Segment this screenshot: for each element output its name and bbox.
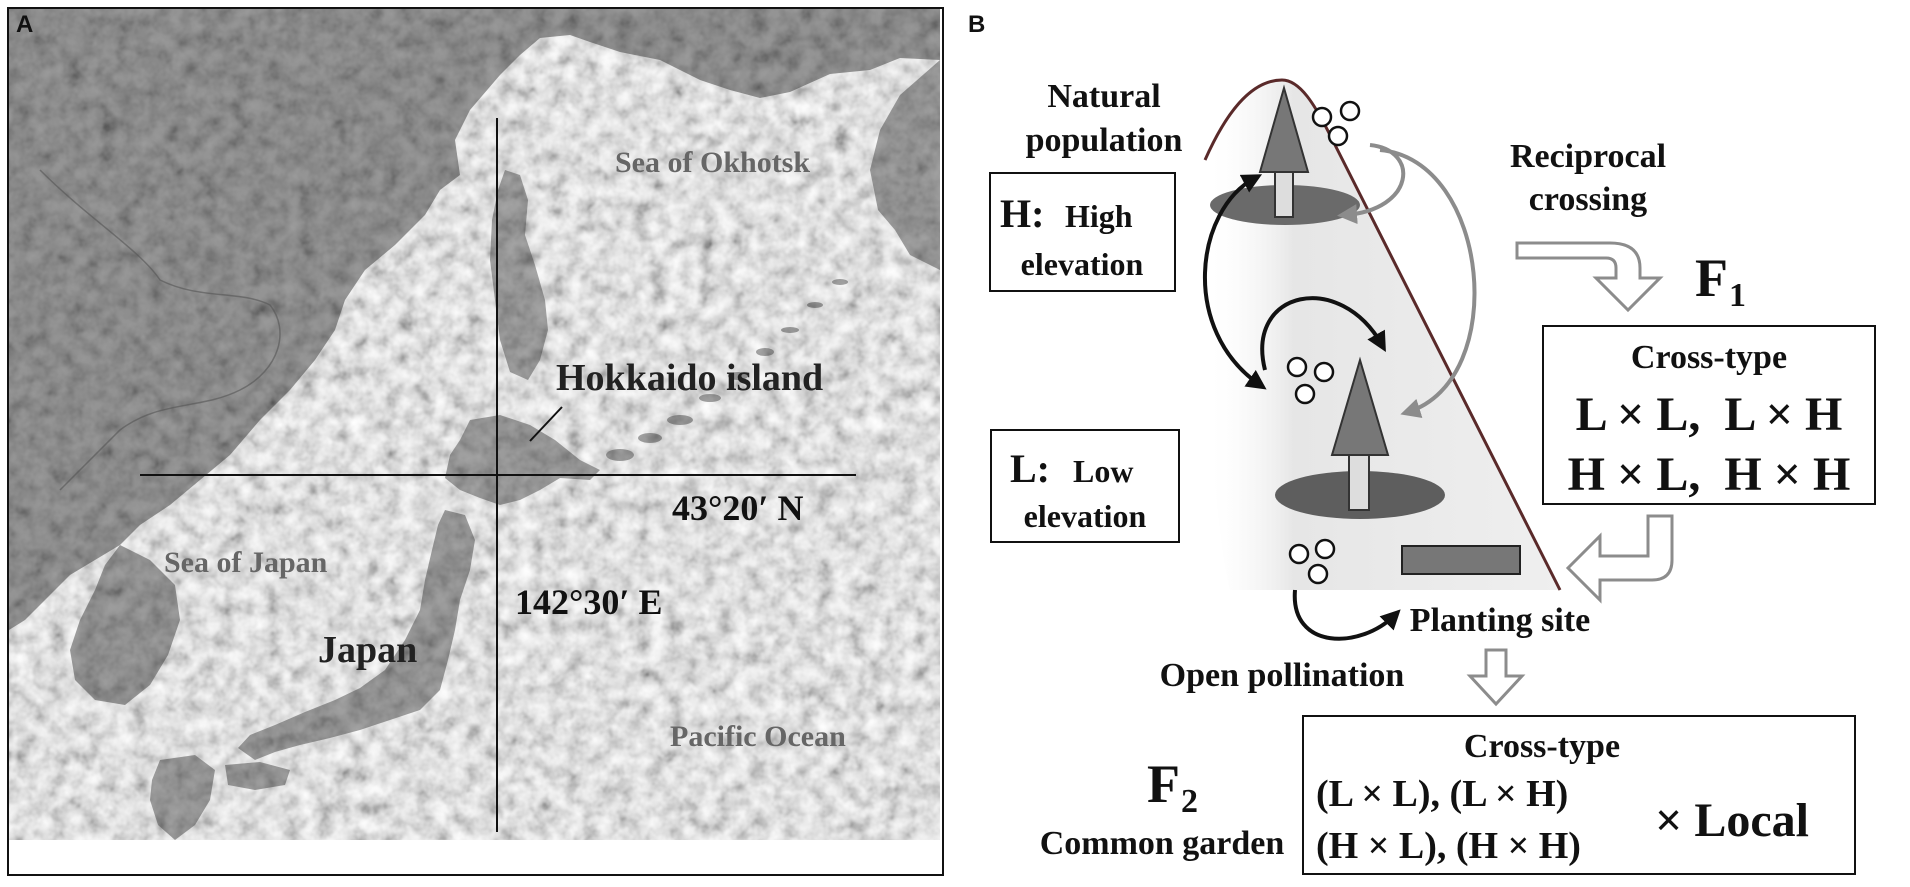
reciprocal-line1: Reciprocal [1510,138,1666,175]
f2-main: F [1147,754,1180,814]
high-elevation-box [989,172,1176,292]
common-garden-label: Common garden [1040,825,1285,862]
shikoku [225,762,290,790]
kuril-islands [606,279,848,461]
label-hokkaido-island: Hokkaido island [556,357,823,399]
to-planting-block-arrow [1565,514,1674,604]
hokkaido-pointer [529,406,563,442]
low-code: L: [1010,446,1050,491]
asia-mainland [9,9,940,630]
arrow-high-to-low [1379,148,1477,418]
open-pollination-label: Open pollination [1160,657,1405,694]
natural-population-line2: population [1026,122,1183,159]
kyushu [150,755,215,840]
f1-block-arrow [1515,241,1664,313]
high-code: H: [1000,191,1044,236]
f1-crosstype-box [1542,325,1876,505]
f2-local: × Local [1655,794,1809,847]
f2-crosstype-box [1302,715,1856,875]
reciprocal-line2: crossing [1529,181,1647,218]
f2-crosstype-row2: (H × L), (H × H) [1316,825,1581,867]
low-elevation-text: elevation [1024,498,1147,534]
f1-crosstype-title: Cross-type [1631,339,1787,376]
panel-b-diagram: B Natural population H: High elevation L… [968,11,1876,875]
label-japan: Japan [318,629,417,671]
panel-a-letter: A [16,11,33,38]
korea [70,545,180,705]
natural-population-line1: Natural [1047,78,1160,115]
upper-seeds [1311,100,1361,147]
f1-main: F [1695,248,1728,308]
f1-subscript: 1 [1729,277,1746,314]
label-longitude: 142°30′ E [515,582,663,622]
kamchatka [870,60,940,270]
f2-block-arrow [1466,648,1526,707]
lower-tree-trunk [1348,449,1370,511]
high-elevation-text: elevation [1021,246,1144,282]
panel-b-letter: B [968,11,985,38]
arrow-between-populations [1202,174,1267,390]
hokkaido-land [445,415,600,505]
arrow-open-pollination [1292,589,1401,641]
f2-crosstype-title: Cross-type [1464,728,1620,765]
middle-seeds [1286,356,1335,405]
low-word: Low [1073,453,1133,489]
f2-crosstype-row1: (L × L), (L × H) [1316,773,1568,815]
f1-crosstype-row2: H × L, H × H [1568,448,1851,501]
label-sea-of-japan: Sea of Japan [164,546,328,579]
planting-site-plot [1401,545,1521,575]
f1-crosstype-row1: L × L, L × H [1576,388,1843,441]
high-word: High [1065,198,1133,234]
low-elevation-box [990,429,1180,543]
label-pacific-ocean: Pacific Ocean [670,720,846,753]
panel-a-map: A Sea of Okhotsk Hokkaido island 43°20′ … [7,7,944,876]
border-line [39,169,281,491]
arrow-low-self [1260,296,1386,371]
honshu [238,510,475,760]
label-sea-of-okhotsk: Sea of Okhotsk [615,146,810,179]
upper-tree-icon [1258,84,1310,173]
lower-tree-icon [1330,356,1390,456]
f2-subscript: 2 [1181,783,1198,820]
sakhalin [490,170,548,380]
label-latitude: 43°20′ N [672,488,804,528]
bottom-seeds [1288,538,1336,585]
planting-site-label: Planting site [1410,602,1590,639]
